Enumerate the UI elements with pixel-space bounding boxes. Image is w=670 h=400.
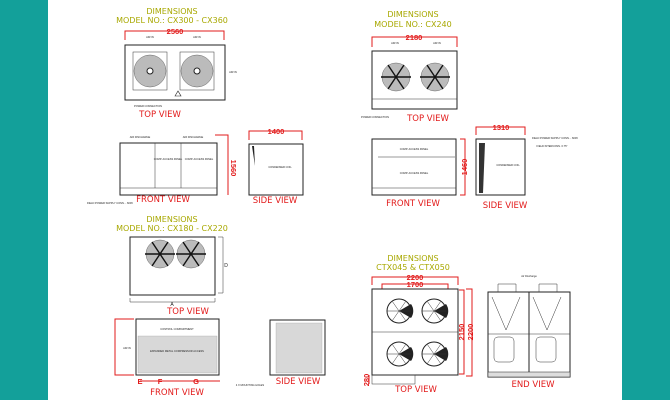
dim-f-label: F — [158, 377, 163, 386]
cx300-title: DIMENSIONS — [146, 7, 197, 16]
fan-icon — [420, 62, 450, 92]
cx240-width: 2180 — [406, 33, 423, 42]
access-panel-label: COMP. ACCESS PANEL — [185, 157, 214, 161]
mounting-holes-label: 4 X MOUNTING HOLES — [236, 383, 265, 387]
cx180-front-view-label: FRONT VIEW — [150, 388, 204, 398]
access-panel-label: COMP. ACCESS PANEL — [400, 171, 429, 175]
fan-icon — [381, 62, 411, 92]
fan-icon — [145, 239, 175, 269]
air-discharge-label: AIR DISCHARGE — [130, 135, 151, 139]
ctx045-height-inner: 2150 — [457, 324, 466, 341]
ctx045-width-outer: 2200 — [407, 273, 424, 282]
ctx045-end-view-label: END VIEW — [511, 380, 555, 390]
right-border — [622, 0, 670, 400]
condenser-coil-label: CONDENSER COIL — [268, 165, 292, 169]
ctx045-base: 280 — [362, 374, 371, 387]
ctx045-model: CTX045 & CTX050 — [376, 263, 450, 272]
air-in-label: AIR IN — [146, 35, 154, 39]
cx240-front-view-label: FRONT VIEW — [386, 199, 440, 209]
cx180-title: DIMENSIONS — [146, 215, 197, 224]
fan-icon — [421, 341, 449, 367]
air-in-label: AIR IN — [391, 41, 399, 45]
cx300-top-view-label: TOP VIEW — [138, 110, 181, 120]
cx240-section: DIMENSIONS MODEL NO.: CX240 2180 AIR IN … — [361, 10, 578, 211]
field-power-label: FIELD POWER SUPPLY CONN. - 600V — [87, 201, 133, 205]
cx300-height: 1560 — [229, 160, 238, 177]
fan-icon — [421, 298, 449, 324]
dimension-drawings: DIMENSIONS MODEL NO.: CX300 - CX360 2560… — [87, 7, 578, 398]
cx300-width-line — [124, 30, 225, 40]
cx240-top-view-label: TOP VIEW — [406, 114, 449, 124]
cx300-width: 2560 — [167, 27, 184, 36]
left-border — [0, 0, 48, 400]
cx300-front-view-label: FRONT VIEW — [136, 195, 190, 205]
cx300-front-view — [119, 142, 218, 196]
cx300-model: MODEL NO.: CX300 - CX360 — [116, 16, 228, 25]
fan-icon — [386, 341, 414, 367]
air-discharge-label: Air Discharge — [521, 274, 537, 278]
dim-e-label: E — [137, 377, 142, 386]
power-connection-label: POWER CONNECTION — [361, 115, 389, 119]
cx300-side-view-label: SIDE VIEW — [253, 196, 298, 206]
ctx045-width-inner: 1700 — [407, 280, 424, 289]
cx180-top-view-label: TOP VIEW — [166, 307, 209, 317]
cx180-model: MODEL NO.: CX180 - CX220 — [116, 224, 228, 233]
cx240-title: DIMENSIONS — [387, 10, 438, 19]
cx300-side-view — [248, 143, 304, 196]
ctx045-top-view-label: TOP VIEW — [394, 385, 437, 395]
dim-a-label: A — [170, 302, 174, 308]
cx180-side-view-label: SIDE VIEW — [276, 377, 321, 387]
fan-icon — [176, 239, 206, 269]
ctx045-section: DIMENSIONS CTX045 & CTX050 2200 1700 215… — [362, 254, 571, 395]
condenser-coil-label: CONDENSER COIL — [496, 163, 520, 167]
air-discharge-label: AIR DISCHARGE — [183, 135, 204, 139]
dim-g-label: G — [193, 377, 199, 386]
cx300-section: DIMENSIONS MODEL NO.: CX300 - CX360 2560… — [87, 7, 304, 206]
expanded-metal-label: EXPANDED METAL COMPRESSOR ACCESS — [150, 349, 204, 353]
cx240-front-view — [371, 138, 457, 196]
access-panel-label: COMP. ACCESS PANEL — [154, 157, 183, 161]
dim-d-label: D — [224, 263, 228, 269]
cx240-height: 1460 — [460, 159, 469, 176]
ctx045-height-outer: 2200 — [466, 324, 475, 341]
control-compartment-label: CONTROL COMPARTMENT — [160, 327, 194, 331]
cx240-side-view-label: SIDE VIEW — [483, 201, 528, 211]
ctx045-title: DIMENSIONS — [387, 254, 438, 263]
air-in-label: AIR IN — [229, 70, 237, 74]
cx240-model: MODEL NO.: CX240 — [374, 20, 452, 29]
cx180-section: DIMENSIONS MODEL NO.: CX180 - CX220 A D … — [114, 215, 326, 398]
field-power-label: FIELD POWER SUPPLY CONN. - 600V — [532, 136, 578, 140]
access-panel-label: COMP. ACCESS PANEL — [400, 147, 429, 151]
air-in-label: AIR IN — [123, 346, 131, 350]
cx300-height-line — [215, 134, 229, 195]
cx240-depth: 1310 — [493, 123, 510, 132]
cx300-depth: 1400 — [268, 127, 285, 136]
power-connection-label: POWER CONNECTION — [134, 104, 162, 108]
fan-icon — [386, 298, 414, 324]
air-in-label: AIR IN — [193, 35, 201, 39]
air-in-label: AIR IN — [433, 41, 441, 45]
field-interconnect-label: FIELD INTERCONN. 0.75" — [537, 144, 568, 148]
ctx045-end-view — [487, 283, 571, 378]
